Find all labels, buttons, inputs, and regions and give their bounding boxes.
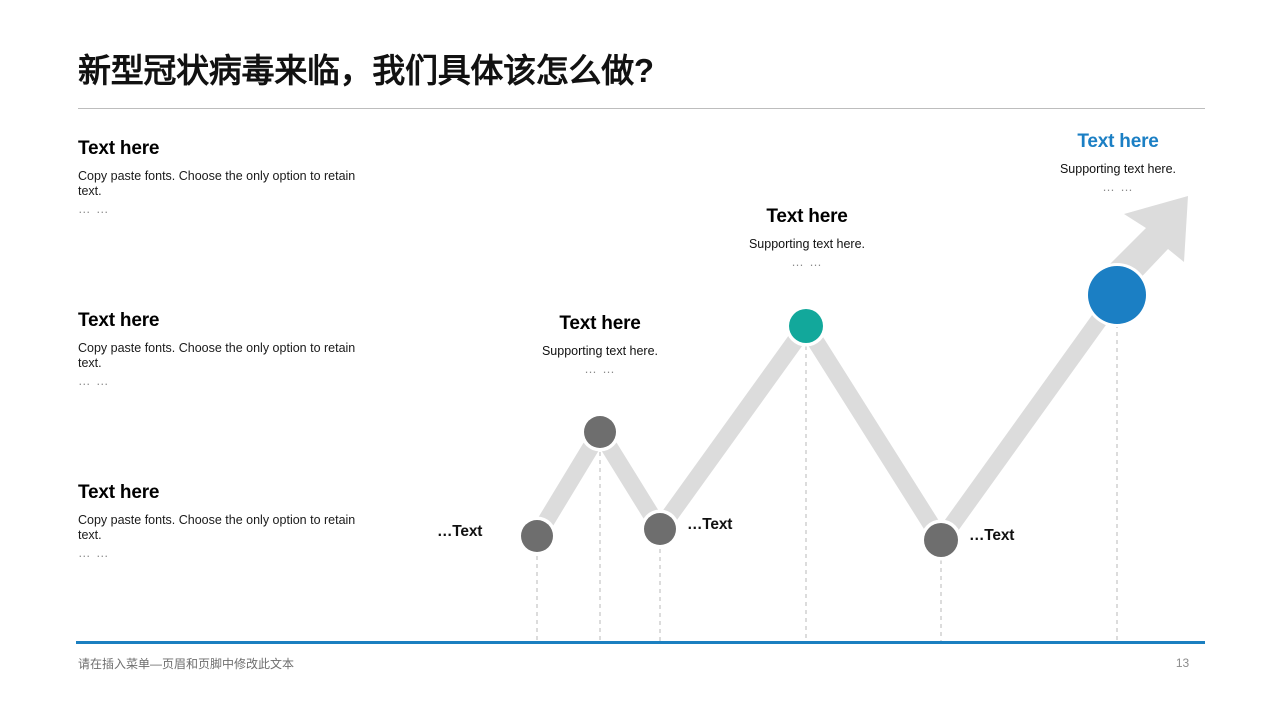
marker-node-5[interactable] — [924, 523, 958, 557]
marker-node-6[interactable] — [1088, 266, 1146, 324]
left-block-body: Copy paste fonts. Choose the only option… — [78, 169, 356, 198]
left-text-block-2: Text here Copy paste fonts. Choose the o… — [78, 310, 378, 389]
marker-node-4[interactable] — [789, 309, 823, 343]
node-label-1: …Text — [437, 523, 483, 540]
left-block-body: Copy paste fonts. Choose the only option… — [78, 513, 356, 542]
footer-text: 请在插入菜单—页眉和页脚中修改此文本 — [78, 657, 295, 671]
left-text-block-1: Text here Copy paste fonts. Choose the o… — [78, 138, 378, 217]
callout-ellipsis: … … — [791, 255, 823, 269]
title-divider — [78, 108, 1205, 109]
page-number: 13 — [1175, 656, 1190, 670]
markers — [517, 263, 1149, 561]
marker-node-2[interactable] — [584, 416, 616, 448]
page-title: 新型冠状病毒来临，我们具体该怎么做? — [78, 52, 654, 89]
callout-ellipsis: … … — [584, 362, 616, 376]
left-block-heading: Text here — [78, 482, 160, 503]
left-block-ellipsis: … … — [78, 546, 110, 560]
left-block-ellipsis: … … — [78, 374, 110, 388]
left-block-heading: Text here — [78, 310, 160, 331]
callout-subtext: Supporting text here. — [541, 344, 659, 358]
callout-1: Text here Supporting text here. … … — [485, 313, 715, 377]
node-label-3: …Text — [969, 527, 1015, 544]
callout-subtext: Supporting text here. — [748, 237, 866, 251]
callout-2: Text here Supporting text here. … … — [692, 206, 922, 270]
trend-line — [529, 290, 1124, 556]
marker-node-3[interactable] — [644, 513, 676, 545]
callout-3: Text here Supporting text here. … … — [1003, 131, 1233, 195]
left-block-body: Copy paste fonts. Choose the only option… — [78, 341, 356, 370]
left-text-block-3: Text here Copy paste fonts. Choose the o… — [78, 482, 378, 561]
left-block-ellipsis: … … — [78, 202, 110, 216]
callout-heading: Text here — [1077, 131, 1159, 152]
callout-heading: Text here — [559, 313, 641, 334]
node-label-2: …Text — [687, 516, 733, 533]
callout-ellipsis: … … — [1102, 180, 1134, 194]
footer-divider — [76, 641, 1205, 644]
marker-node-1[interactable] — [521, 520, 553, 552]
callout-heading: Text here — [766, 206, 848, 227]
callout-subtext: Supporting text here. — [1059, 162, 1177, 176]
left-block-heading: Text here — [78, 138, 160, 159]
